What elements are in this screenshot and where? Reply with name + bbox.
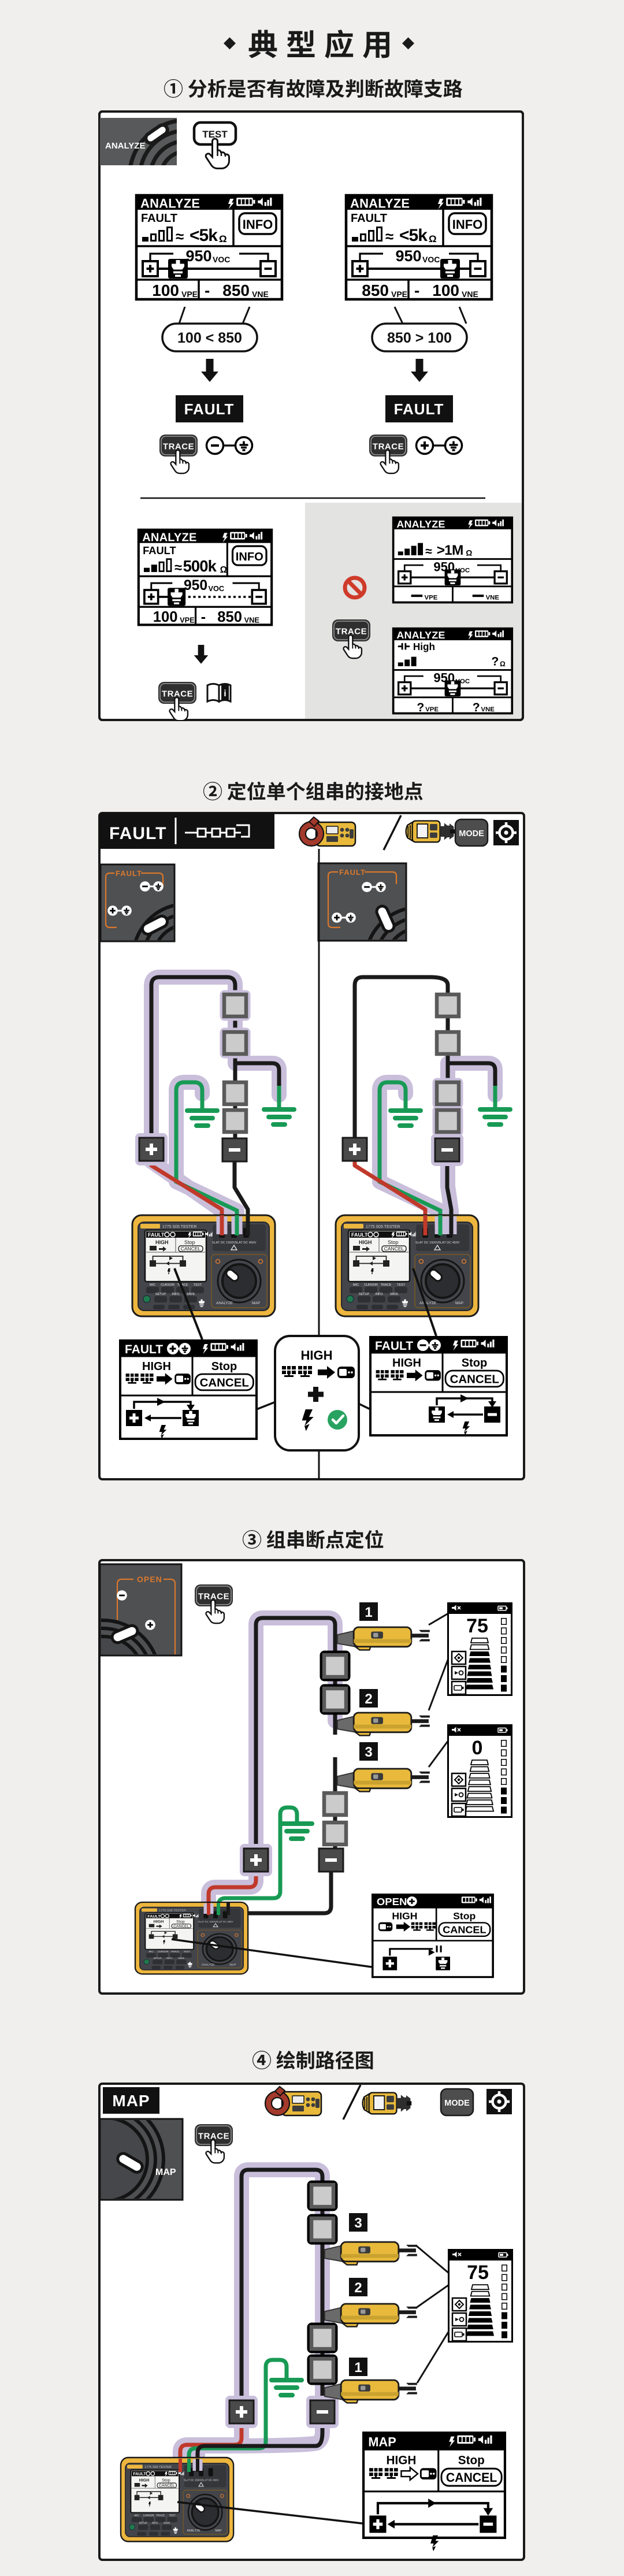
svg-text:Ω: Ω xyxy=(466,548,472,558)
svg-text:MAP: MAP xyxy=(368,2434,396,2449)
svg-text:FAULT: FAULT xyxy=(351,212,387,225)
svg-text:TEST: TEST xyxy=(202,129,228,140)
svg-text:Ω: Ω xyxy=(429,233,437,244)
svg-text:-: - xyxy=(205,281,210,299)
svg-text:2: 2 xyxy=(354,2280,362,2296)
svg-text:850 > 100: 850 > 100 xyxy=(387,330,452,346)
svg-text:?: ? xyxy=(417,701,424,714)
svg-text:VOC: VOC xyxy=(422,255,440,264)
svg-text:850: 850 xyxy=(222,281,250,299)
svg-text:MAP: MAP xyxy=(112,2092,150,2110)
svg-text:OPEN: OPEN xyxy=(137,1575,162,1584)
svg-text:VPE: VPE xyxy=(180,616,195,625)
svg-text:VPE: VPE xyxy=(424,595,437,602)
svg-text:FAULT: FAULT xyxy=(375,1339,413,1353)
svg-text:VNE: VNE xyxy=(486,595,500,602)
svg-text:Ω: Ω xyxy=(220,565,227,575)
svg-text:100: 100 xyxy=(153,609,178,625)
svg-text:850: 850 xyxy=(217,609,242,625)
svg-text:VOC: VOC xyxy=(213,255,230,264)
svg-text:1: 1 xyxy=(354,2360,362,2375)
svg-text:HIGH: HIGH xyxy=(301,1348,333,1363)
svg-text:HIGH: HIGH xyxy=(392,1910,417,1921)
svg-text:HIGH: HIGH xyxy=(392,1357,421,1369)
svg-text:>1M: >1M xyxy=(437,543,463,558)
svg-text:HIGH: HIGH xyxy=(142,1360,171,1373)
svg-text:Stop: Stop xyxy=(453,1910,476,1921)
svg-text:-: - xyxy=(414,281,419,299)
svg-text:ANALYZE: ANALYZE xyxy=(105,141,145,151)
svg-text:2: 2 xyxy=(365,1691,372,1707)
svg-text:75: 75 xyxy=(466,1615,488,1637)
svg-text:500k: 500k xyxy=(183,557,217,575)
svg-text:Stop: Stop xyxy=(462,1357,487,1369)
svg-text:FAULT: FAULT xyxy=(116,869,142,878)
svg-text:FAULT: FAULT xyxy=(109,824,166,843)
svg-text:ANALYZE: ANALYZE xyxy=(140,196,200,211)
svg-text:950: 950 xyxy=(185,247,211,265)
svg-text:VNE: VNE xyxy=(244,616,260,625)
svg-text:FAULT: FAULT xyxy=(141,212,177,225)
svg-text:FAULT: FAULT xyxy=(339,868,366,877)
svg-text:VNE: VNE xyxy=(252,289,269,299)
svg-text:HIGH: HIGH xyxy=(387,2453,417,2467)
svg-text:100: 100 xyxy=(432,281,459,299)
svg-text:100 < 850: 100 < 850 xyxy=(177,330,242,346)
svg-text:≈: ≈ xyxy=(176,228,184,245)
svg-text:VPE: VPE xyxy=(425,706,439,713)
svg-text:950: 950 xyxy=(184,578,207,593)
svg-text:FAULT: FAULT xyxy=(125,1343,163,1356)
svg-text:≈: ≈ xyxy=(174,560,182,576)
svg-text:≈: ≈ xyxy=(385,228,393,245)
svg-text:VOC: VOC xyxy=(208,584,224,593)
svg-text:950: 950 xyxy=(395,247,421,265)
svg-text:Stop: Stop xyxy=(211,1360,237,1373)
svg-text:VNE: VNE xyxy=(481,706,495,713)
svg-text:MAP: MAP xyxy=(155,2167,176,2177)
svg-text:100: 100 xyxy=(152,281,179,299)
svg-text:VNE: VNE xyxy=(462,289,478,299)
svg-text:ANALYZE: ANALYZE xyxy=(350,196,410,211)
svg-text:Ω: Ω xyxy=(500,660,506,668)
svg-text:≈: ≈ xyxy=(425,545,432,558)
svg-text:3: 3 xyxy=(365,1744,372,1760)
svg-text:VPE: VPE xyxy=(391,289,407,299)
svg-text:ANALYZE: ANALYZE xyxy=(142,531,196,544)
svg-text:850: 850 xyxy=(362,281,389,299)
svg-text:Stop: Stop xyxy=(458,2453,485,2467)
svg-text:High: High xyxy=(413,641,435,652)
svg-text:FAULT: FAULT xyxy=(143,544,176,556)
svg-text:Ω: Ω xyxy=(219,233,227,244)
svg-text:OPEN: OPEN xyxy=(377,1896,407,1907)
svg-text:75: 75 xyxy=(467,2262,489,2284)
svg-text:<5k: <5k xyxy=(190,226,218,245)
svg-text:FAULT: FAULT xyxy=(394,400,444,418)
svg-text:3: 3 xyxy=(354,2215,362,2231)
svg-text:0: 0 xyxy=(472,1737,483,1759)
svg-text:<5k: <5k xyxy=(399,226,428,245)
svg-text:1: 1 xyxy=(365,1605,372,1620)
svg-text:ANALYZE: ANALYZE xyxy=(396,518,445,530)
svg-text:ANALYZE: ANALYZE xyxy=(396,629,445,641)
svg-text:VPE: VPE xyxy=(181,289,198,299)
svg-text:?: ? xyxy=(473,701,480,714)
svg-text:-: - xyxy=(201,609,206,625)
svg-text:?: ? xyxy=(491,655,499,668)
svg-text:FAULT: FAULT xyxy=(184,400,235,418)
